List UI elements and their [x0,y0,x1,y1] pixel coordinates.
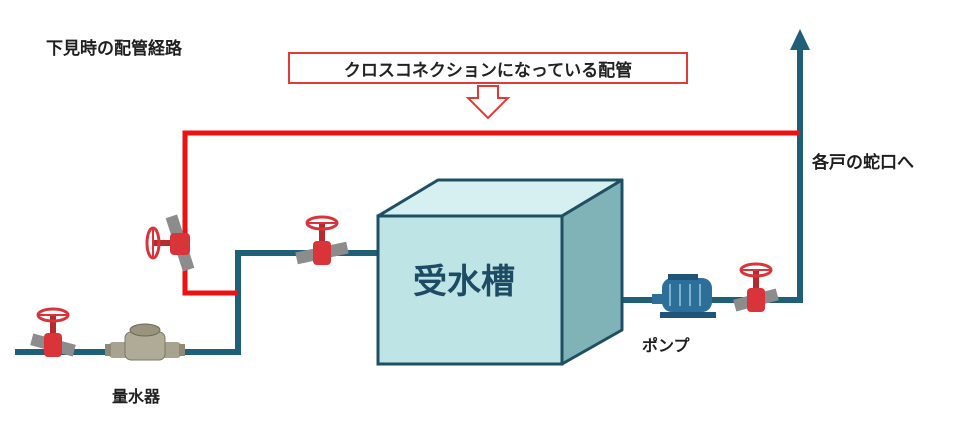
main-pipe-outlet [622,50,803,303]
meter-label: 量水器 [112,387,161,406]
main-pipe-inlet [15,250,382,355]
valve-icon [733,262,779,312]
water-tank [376,178,624,366]
valve-icon [145,214,195,272]
cross-connection-callout: クロスコネクションになっている配管 [288,52,688,84]
hollow-arrow-down-icon [465,85,511,120]
arrow-up-icon [790,29,810,50]
pump-label: ポンプ [642,336,690,355]
valve-icon [295,215,349,265]
faucet-label: 各戸の蛇口へ [812,153,914,173]
pump-icon [652,274,716,318]
tank-label: 受水槽 [413,262,515,302]
callout-text: クロスコネクションになっている配管 [343,60,633,81]
cross-connection-pipe [182,130,800,296]
tank-front [376,214,564,366]
water-meter-icon [105,323,185,361]
diagram-title: 下見時の配管経路 [46,39,182,59]
valve-icon [30,307,76,357]
